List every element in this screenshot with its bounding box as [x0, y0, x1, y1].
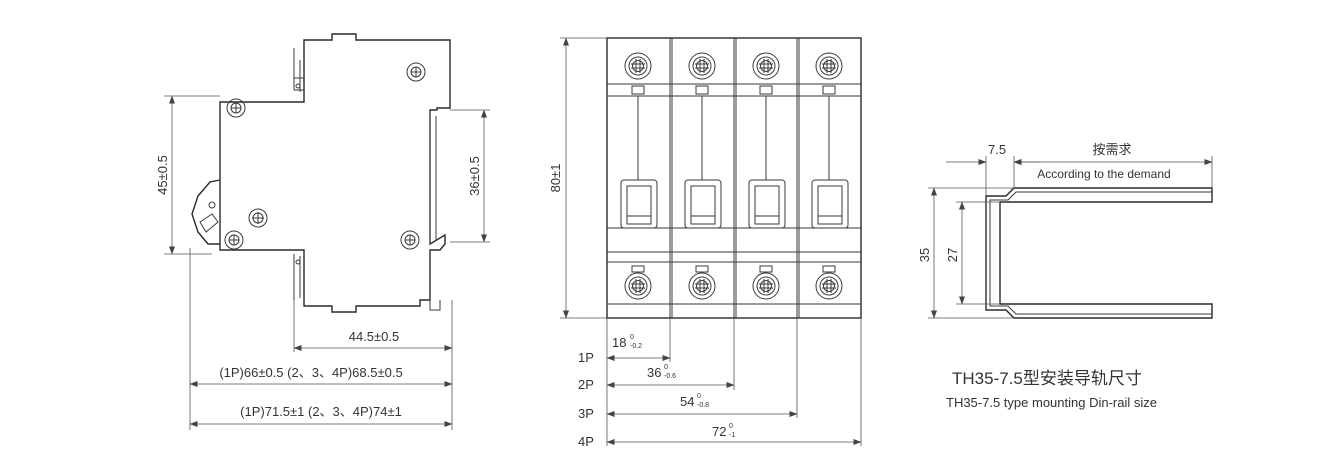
rail-demand-en: According to the demand — [1037, 167, 1170, 181]
rail-lip-dim: 7.5 — [988, 142, 1006, 157]
pole-dim-3p: 3P 54 0 -0.8 — [578, 393, 798, 421]
side-view: 45±0.5 36±0.5 44.5±0.5 (1P)66±0.5 (2、3、4… — [155, 33, 490, 430]
side-total-dim-b: (1P)71.5±1 (2、3、4P)74±1 — [240, 404, 402, 419]
svg-text:1P: 1P — [578, 350, 594, 365]
svg-text:-0.2: -0.2 — [630, 343, 642, 350]
rail-demand-cn: 按需求 — [1092, 142, 1131, 157]
rail-inner-dim: 27 — [945, 248, 960, 262]
svg-text:0: 0 — [729, 423, 733, 430]
svg-text:18: 18 — [612, 335, 626, 350]
pole-dim-4p: 4P 72 0 -1 — [578, 423, 862, 449]
din-rail-view: 7.5 按需求 According to the demand 35 27 TH… — [917, 142, 1213, 410]
front-height-dim: 80±1 — [548, 164, 563, 193]
rail-title-cn: TH35-7.5型安装导轨尺寸 — [952, 369, 1142, 388]
rail-title-en: TH35-7.5 type mounting Din-rail size — [946, 395, 1157, 410]
pole-dim-2p: 2P 36 0 -0.6 — [578, 364, 735, 392]
side-total-dim-a: (1P)66±0.5 (2、3、4P)68.5±0.5 — [219, 365, 402, 380]
svg-text:3P: 3P — [578, 406, 594, 421]
svg-text:0: 0 — [664, 364, 668, 371]
svg-text:0: 0 — [630, 334, 634, 341]
rail-outer-dim: 35 — [917, 248, 932, 262]
side-rail-dim: 36±0.5 — [467, 156, 482, 196]
pole-dim-1p: 1P 18 0 -0.2 — [578, 334, 671, 365]
svg-text:54: 54 — [680, 394, 694, 409]
svg-text:72: 72 — [712, 424, 726, 439]
svg-text:0: 0 — [697, 393, 701, 400]
svg-text:-0.8: -0.8 — [697, 402, 709, 409]
side-height-dim: 45±0.5 — [155, 155, 170, 195]
front-view: 80±1 1P 18 0 -0.2 2P 36 0 -0.6 3P 54 0 -… — [548, 37, 862, 449]
svg-text:-0.6: -0.6 — [664, 373, 676, 380]
svg-text:2P: 2P — [578, 377, 594, 392]
svg-text:36: 36 — [647, 365, 661, 380]
side-depth-dim: 44.5±0.5 — [349, 329, 400, 344]
svg-text:4P: 4P — [578, 434, 594, 449]
svg-text:-1: -1 — [729, 432, 735, 439]
